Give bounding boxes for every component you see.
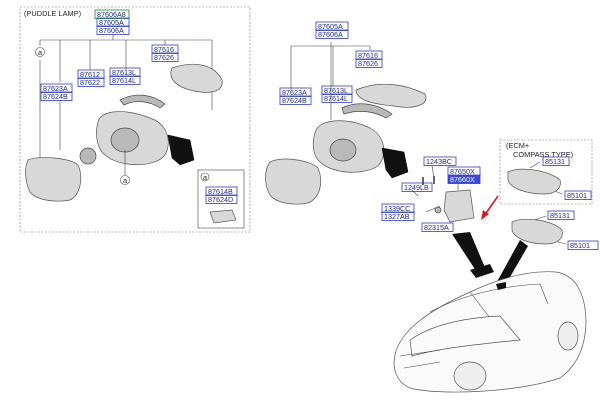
label-1243bc[interactable]: 1243BC bbox=[423, 156, 457, 166]
label-1249lb[interactable]: 1249LB bbox=[401, 182, 433, 192]
label-87616-left[interactable]: 87616 87626 bbox=[151, 44, 179, 62]
svg-text:87624D: 87624D bbox=[208, 195, 233, 204]
mirror-cover-mid bbox=[355, 83, 427, 108]
mirror-cover-left bbox=[170, 63, 223, 93]
label-87623a-left[interactable]: 87623A 87624B bbox=[40, 83, 73, 101]
mirror-motor-left bbox=[110, 127, 140, 153]
svg-text:87623A: 87623A bbox=[43, 84, 68, 93]
label-87605a-left[interactable]: 87605A bbox=[96, 17, 130, 27]
svg-text:87605A: 87605A bbox=[318, 22, 343, 31]
label-87623a-mid[interactable]: 87623A 87624B bbox=[279, 87, 312, 105]
beam-left bbox=[452, 232, 486, 274]
inset-callout-text: a bbox=[203, 173, 208, 182]
callout-a-top-text: a bbox=[38, 48, 43, 57]
label-85101-top[interactable]: 85101 bbox=[564, 190, 592, 200]
svg-text:87616: 87616 bbox=[358, 51, 378, 60]
svg-text:1339CC: 1339CC bbox=[384, 204, 410, 213]
callout-a-top bbox=[35, 47, 45, 57]
inset-callout-a bbox=[200, 172, 210, 182]
svg-text:87612: 87612 bbox=[80, 70, 100, 79]
svg-text:87614L: 87614L bbox=[112, 76, 136, 85]
svg-text:85101: 85101 bbox=[570, 241, 590, 250]
puddle-lamp-caption: (PUDDLE LAMP) bbox=[24, 9, 81, 18]
ecm-compass-frame bbox=[499, 139, 593, 205]
label-87606a8[interactable]: 87606A8 bbox=[94, 9, 130, 19]
mirror-base-left bbox=[167, 134, 195, 166]
actuator-left bbox=[79, 147, 97, 165]
mirror-glass-mid bbox=[265, 158, 322, 205]
windshield-mirror-spot bbox=[496, 282, 506, 290]
svg-text:1243BC: 1243BC bbox=[426, 157, 452, 166]
svg-text:1249LB: 1249LB bbox=[404, 183, 429, 192]
label-85131-bottom[interactable]: 85131 bbox=[547, 210, 575, 220]
svg-text:87622: 87622 bbox=[80, 78, 100, 87]
svg-text:87650X: 87650X bbox=[450, 167, 475, 176]
mirror-base-mid bbox=[381, 147, 409, 179]
svg-text:85131: 85131 bbox=[550, 211, 570, 220]
puddle-lamp-part bbox=[209, 209, 237, 224]
label-87614b[interactable]: 87614B 87624D bbox=[205, 186, 238, 204]
ecm-caption-1: (ECM+ bbox=[506, 141, 529, 150]
mirror-glass-left bbox=[25, 157, 82, 202]
svg-text:87660X: 87660X bbox=[450, 175, 475, 184]
front-wheel bbox=[453, 361, 487, 391]
ecm-caption-2: COMPASS TYPE) bbox=[513, 150, 573, 159]
svg-text:87623A: 87623A bbox=[282, 88, 307, 97]
label-82315a[interactable]: 82315A bbox=[421, 222, 454, 232]
side-repeater-left bbox=[119, 94, 166, 109]
svg-text:87616: 87616 bbox=[154, 45, 174, 54]
ecm-mirror-top bbox=[507, 168, 561, 195]
svg-text:85131: 85131 bbox=[545, 157, 565, 166]
clip-1339cc bbox=[434, 206, 442, 214]
svg-text:82315A: 82315A bbox=[424, 223, 449, 232]
mirror-motor-mid bbox=[329, 138, 357, 162]
svg-text:87605A: 87605A bbox=[99, 18, 124, 27]
svg-text:87613L: 87613L bbox=[112, 68, 136, 77]
svg-text:87606A8: 87606A8 bbox=[97, 10, 126, 19]
svg-text:1327AB: 1327AB bbox=[384, 212, 410, 221]
svg-text:87624B: 87624B bbox=[43, 92, 68, 101]
label-87612-left[interactable]: 87612 87622 bbox=[77, 69, 105, 87]
pointer-arrow-head bbox=[481, 210, 489, 220]
callout-a-bottom bbox=[120, 175, 130, 185]
svg-text:85101: 85101 bbox=[567, 191, 587, 200]
mirror-bracket-cover bbox=[443, 189, 475, 223]
label-87606a-left[interactable]: 87606A bbox=[96, 25, 130, 35]
svg-text:87624B: 87624B bbox=[282, 96, 307, 105]
inset-frame bbox=[197, 169, 245, 229]
label-87616-mid[interactable]: 87616 87626 bbox=[355, 50, 383, 68]
label-85101-bottom[interactable]: 85101 bbox=[567, 240, 599, 250]
side-repeater-mid bbox=[341, 103, 393, 119]
svg-text:87606A: 87606A bbox=[318, 30, 343, 39]
label-87660x[interactable]: 87660X bbox=[447, 174, 481, 184]
svg-text:87614B: 87614B bbox=[208, 187, 233, 196]
svg-text:87626: 87626 bbox=[358, 59, 378, 68]
roof-mirror-spot bbox=[470, 264, 494, 278]
svg-text:87614L: 87614L bbox=[324, 94, 348, 103]
beam-right bbox=[498, 240, 528, 284]
svg-text:87626: 87626 bbox=[154, 53, 174, 62]
label-1339cc[interactable]: 1339CC 1327AB bbox=[381, 203, 415, 221]
label-85131-top[interactable]: 85131 bbox=[542, 156, 570, 166]
label-87605a-mid[interactable]: 87605A 87606A bbox=[315, 21, 349, 39]
label-87613l-mid[interactable]: 87613L 87614L bbox=[321, 85, 353, 103]
inside-mirror-bottom bbox=[511, 218, 563, 245]
label-87613l-left[interactable]: 87613L 87614L bbox=[109, 67, 141, 85]
svg-text:87606A: 87606A bbox=[99, 26, 124, 35]
callout-a-bottom-text: a bbox=[123, 176, 128, 185]
svg-text:87613L: 87613L bbox=[324, 86, 348, 95]
rear-wheel bbox=[557, 321, 579, 351]
